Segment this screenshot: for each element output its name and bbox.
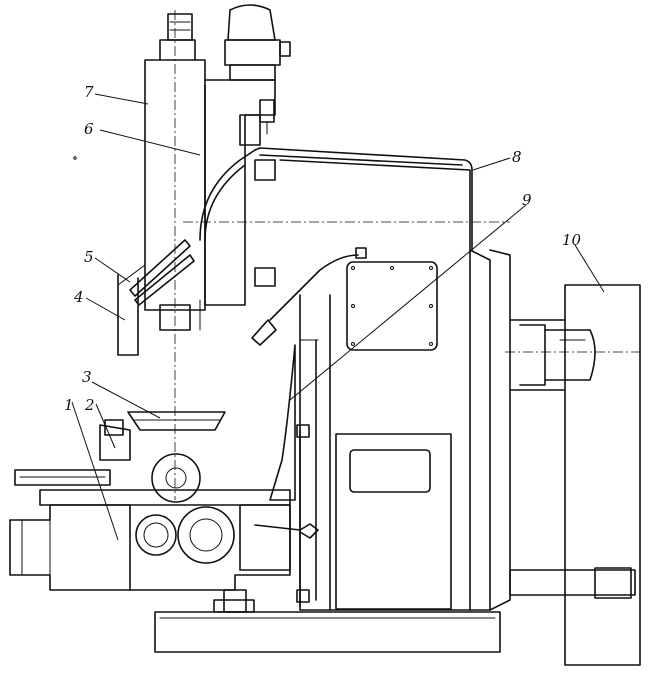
coolant-pipe	[254, 147, 473, 251]
work-lamp	[251, 247, 367, 346]
callout-labels: 1 2 3 4 5 6 7 8 9 10	[64, 83, 582, 414]
callout-8: 8	[512, 148, 522, 166]
machine-base	[154, 611, 501, 653]
callout-2: 2	[84, 396, 95, 414]
vertical-head	[117, 4, 291, 356]
callout-3: 3	[82, 368, 92, 386]
callout-9: 9	[522, 191, 532, 209]
callout-10: 10	[562, 231, 582, 249]
leader-lines	[71, 93, 605, 541]
callout-6: 6	[84, 120, 94, 138]
centre-lines	[174, 10, 640, 500]
knee-table	[9, 344, 319, 613]
callout-7: 7	[84, 83, 94, 101]
overarm-bracket	[509, 284, 641, 666]
callout-4: 4	[73, 288, 84, 306]
callout-5: 5	[84, 248, 94, 266]
stray-dot	[73, 156, 77, 160]
machine-column	[279, 159, 511, 611]
callout-1: 1	[64, 396, 74, 414]
